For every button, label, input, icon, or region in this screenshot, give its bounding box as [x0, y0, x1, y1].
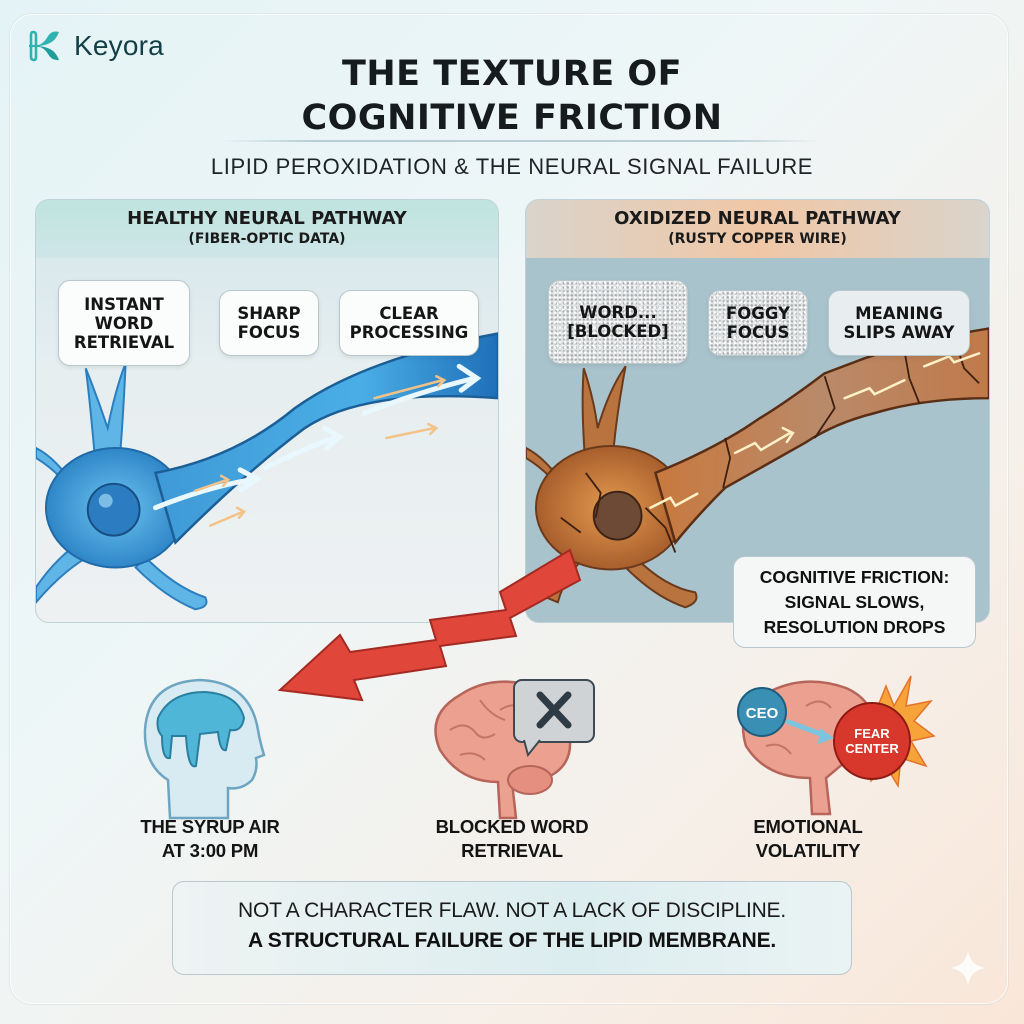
word-blocked-bubble: WORD... [BLOCKED]	[548, 280, 688, 364]
healthy-neuron-icon	[36, 332, 498, 611]
instant-word-retrieval-bubble: INSTANT WORD RETRIEVAL	[58, 280, 190, 366]
blocked-word-retrieval-label: BLOCKED WORD RETRIEVAL	[435, 816, 589, 861]
oxidized-pathway-panel: OXIDIZED NEURAL PATHWAY (RUSTY COPPER WI…	[525, 199, 990, 623]
page-subtitle: LIPID PEROXIDATION & THE NEURAL SIGNAL F…	[210, 154, 814, 179]
title-line-2: COGNITIVE FRICTION	[301, 98, 723, 138]
blocked-brain-icon	[434, 679, 595, 820]
cognitive-friction-callout: COGNITIVE FRICTION: SIGNAL SLOWS, RESOLU…	[733, 556, 976, 648]
syrup-air-label: THE SYRUP AIR AT 3:00 PM	[140, 816, 280, 861]
healthy-panel-header: HEALTHY NEURAL PATHWAY (FIBER-OPTIC DATA…	[36, 200, 498, 258]
brand-name: Keyora	[74, 30, 164, 61]
infographic-frame	[10, 14, 1008, 1004]
sparkle-icon	[950, 950, 986, 986]
healthy-panel-title: HEALTHY NEURAL PATHWAY	[127, 208, 407, 229]
volatile-brain-icon: CEO FEAR CENTER	[737, 675, 936, 816]
fear-badge-line2: CENTER	[845, 741, 899, 756]
title-line-1: THE TEXTURE OF	[341, 54, 683, 94]
keyora-logo-icon	[29, 30, 59, 62]
emotional-volatility-label: EMOTIONAL VOLATILITY	[753, 816, 863, 861]
conclusion-line-1: NOT A CHARACTER FLAW. NOT A LACK OF DISC…	[237, 899, 786, 922]
foggy-focus-bubble: FOGGY FOCUS	[708, 290, 808, 356]
ceo-badge: CEO	[746, 705, 779, 722]
sharp-focus-bubble: SHARP FOCUS	[219, 290, 319, 356]
conclusion-line-2: A STRUCTURAL FAILURE OF THE LIPID MEMBRA…	[247, 929, 777, 952]
fear-badge-line1: FEAR	[854, 726, 890, 741]
red-zigzag-arrow-icon	[277, 548, 582, 702]
meaning-slips-away-bubble: MEANING SLIPS AWAY	[828, 290, 970, 356]
oxidized-panel-header: OXIDIZED NEURAL PATHWAY (RUSTY COPPER WI…	[526, 200, 989, 258]
syrup-head-icon	[143, 678, 266, 820]
page-title: THE TEXTURE OF COGNITIVE FRICTION	[0, 52, 1024, 140]
oxidized-panel-subtitle: (RUSTY COPPER WIRE)	[668, 231, 847, 247]
clear-processing-bubble: CLEAR PROCESSING	[339, 290, 479, 356]
oxidized-panel-title: OXIDIZED NEURAL PATHWAY	[614, 208, 901, 229]
healthy-panel-subtitle: (FIBER-OPTIC DATA)	[188, 231, 346, 247]
conclusion-callout: NOT A CHARACTER FLAW. NOT A LACK OF DISC…	[172, 881, 852, 975]
title-divider	[220, 140, 820, 142]
brand-logo: Keyora	[26, 26, 164, 66]
healthy-pathway-panel: HEALTHY NEURAL PATHWAY (FIBER-OPTIC DATA…	[35, 199, 499, 623]
